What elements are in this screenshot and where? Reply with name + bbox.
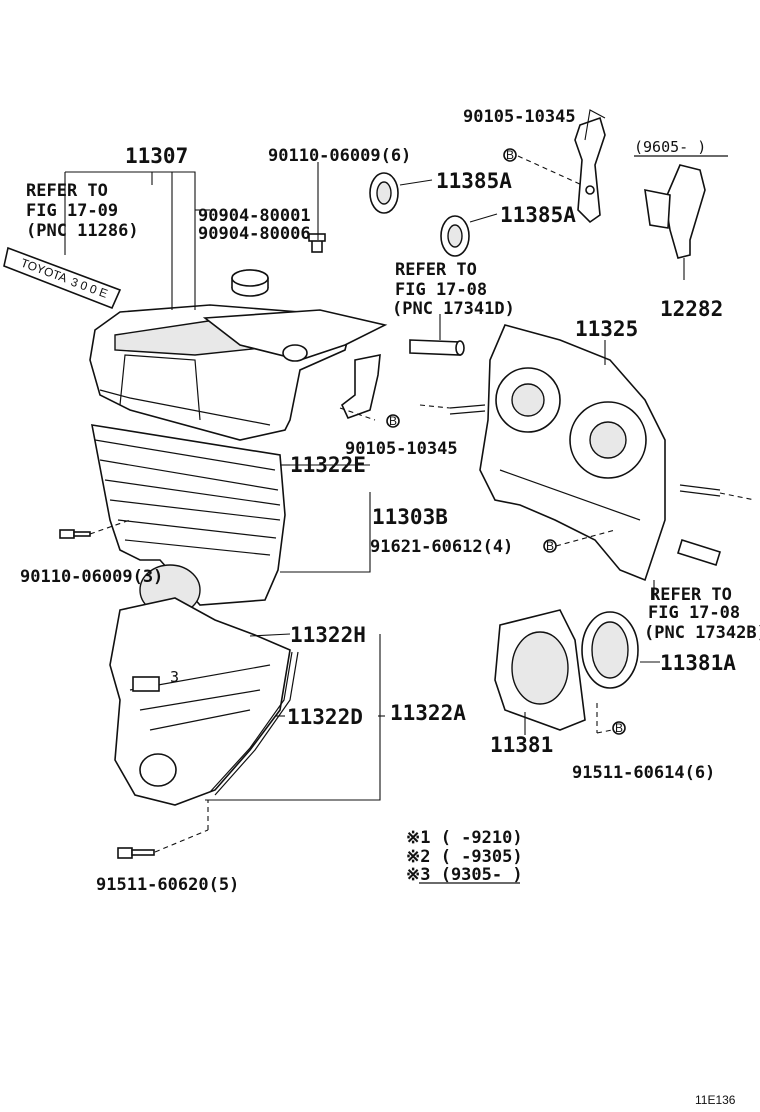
label-11325: 11325 <box>575 317 638 341</box>
timing-belt-cover-plate <box>479 324 666 582</box>
bracket-90105-mid: B <box>339 354 400 428</box>
note-2: ※2 ( -9305) <box>406 847 523 867</box>
label-90105-mid: 90105-10345 <box>345 439 458 459</box>
oil-seal-11385a-2 <box>440 215 470 257</box>
label-refer3-line2: FIG 17-08 <box>648 603 740 623</box>
label-refer2-line1: REFER TO <box>395 260 477 280</box>
label-refer2-line3: (PNC 17341D) <box>392 299 515 319</box>
bolt-91621: B <box>543 529 616 553</box>
water-outlet-tube <box>677 538 721 567</box>
rear-oil-seal <box>581 611 639 689</box>
label-11322d: 11322D <box>287 705 363 729</box>
bracket-90105-top: B <box>503 116 606 224</box>
label-refer1-line2: FIG 17-09 <box>26 201 118 221</box>
label-11322a: 11322A <box>390 701 466 725</box>
label-91511-retainer: 91511-60614(6) <box>572 763 715 783</box>
water-bypass-tube <box>409 339 465 356</box>
stud-bolt-right <box>679 484 756 501</box>
svg-text:B: B <box>546 539 554 553</box>
bolt-90110-top <box>308 233 326 253</box>
label-refer3-line1: REFER TO <box>650 585 732 605</box>
timing-belt-cover-no2 <box>91 424 286 616</box>
note-1: ※1 ( -9210) <box>406 828 523 848</box>
label-11322e: 11322E <box>290 453 366 477</box>
cylinder-head-cover <box>89 304 388 441</box>
rear-oil-seal-retainer <box>494 609 586 731</box>
label-91621: 91621-60612(4) <box>370 537 513 557</box>
svg-text:B: B <box>506 148 514 162</box>
timing-belt-cover-no1: 3 <box>109 597 291 806</box>
label-90904b: 90904-80006 <box>198 224 311 244</box>
label-refer2-line2: FIG 17-08 <box>395 280 487 300</box>
label-90110-top: 90110-06009(6) <box>268 146 411 166</box>
svg-text:B: B <box>615 721 623 735</box>
label-refer3-line3: (PNC 17342B) <box>644 623 760 643</box>
label-11303b: 11303B <box>372 505 448 529</box>
bracket-12282 <box>634 155 728 259</box>
label-11381: 11381 <box>490 733 553 757</box>
label-11385a-1: 11385A <box>436 169 512 193</box>
figure-id: 11E136 <box>695 1093 736 1107</box>
bolt-91511-bottom <box>117 800 209 859</box>
stud-bolt-left <box>419 404 486 415</box>
label-11322h: 11322H <box>290 623 366 647</box>
label-refer1-line1: REFER TO <box>26 181 108 201</box>
svg-text:B: B <box>389 414 397 428</box>
label-91511-bottom: 91511-60620(5) <box>96 875 239 895</box>
leader-lines <box>64 109 685 801</box>
bolt-91511-retainer: B <box>596 703 626 735</box>
label-90904a: 90904-80001 <box>198 206 311 226</box>
label-12282: 12282 <box>660 297 723 321</box>
label-refer1-line3: (PNC 11286) <box>26 221 139 241</box>
label-11385a-2: 11385A <box>500 203 576 227</box>
filler-cap-seal <box>231 269 269 297</box>
label-range-9605: (9605- ) <box>634 138 706 156</box>
cover-badge-3: 3 <box>170 668 179 686</box>
label-11381a: 11381A <box>660 651 736 675</box>
cover-gasket-d <box>209 651 299 796</box>
label-11307: 11307 <box>125 144 188 168</box>
label-90110-left: 90110-06009(3) <box>20 567 163 587</box>
note-3: ※3 (9305- ) <box>406 865 523 885</box>
oil-seal-11385a-1 <box>369 172 399 214</box>
cover-gasket-strip: TOYOTA 3 0 0 E <box>3 246 122 310</box>
bolt-90110-left <box>59 519 131 539</box>
label-90105-top: 90105-10345 <box>463 107 576 127</box>
